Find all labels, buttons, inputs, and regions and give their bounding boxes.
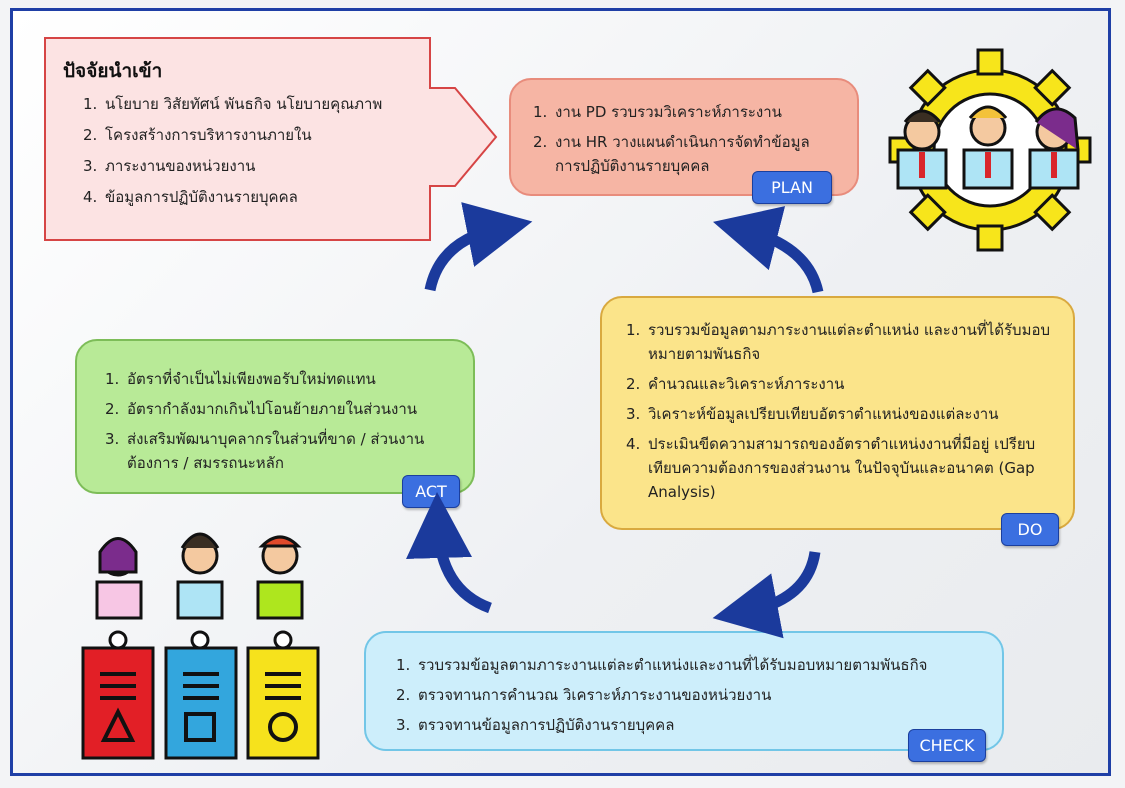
check-item: 1.รวบรวมข้อมูลตามภาระงานแต่ละตำแหน่งและง… [396, 656, 928, 674]
arrow-do-to-check [712, 550, 821, 639]
check-label: CHECK [908, 729, 986, 762]
check-item: 3.ตรวจทานข้อมูลการปฏิบัติงานรายบุคคล [396, 716, 675, 734]
arrow-check-to-act [406, 492, 493, 614]
act-box: 1.อัตราที่จำเป็นไม่เพียงพอรับใหม่ทดแทน 2… [75, 339, 475, 494]
plan-item: 2.งาน HR วางแผนดำเนินการจัดทำข้อมูลการปฏ… [533, 133, 810, 175]
do-item: 4.ประเมินขีดความสามารถของอัตราตำแหน่งงาน… [626, 435, 1036, 501]
do-label: DO [1001, 513, 1059, 546]
act-item: 3.ส่งเสริมพัฒนาบุคลากรในส่วนที่ขาด / ส่ว… [105, 430, 425, 472]
input-item: 4.ข้อมูลการปฏิบัติงานรายบุคคล [83, 188, 298, 206]
input-item: 2.โครงสร้างการบริหารงานภายใน [83, 126, 312, 144]
arrow-act-to-plan [424, 202, 533, 292]
do-box: 1.รวบรวมข้อมูลตามภาระงานแต่ละตำแหน่ง และ… [600, 296, 1075, 530]
arrow-plan-to-do [713, 206, 824, 294]
input-item: 1.นโยบาย วิสัยทัศน์ พันธกิจ นโยบายคุณภาพ [83, 95, 383, 113]
check-item: 2.ตรวจทานการคำนวณ วิเคราะห์ภาระงานของหน่… [396, 686, 772, 704]
act-item: 2.อัตรากำลังมากเกินไปโอนย้ายภายในส่วนงาน [105, 400, 418, 418]
act-item: 1.อัตราที่จำเป็นไม่เพียงพอรับใหม่ทดแทน [105, 370, 376, 388]
plan-item: 1.งาน PD รวบรวมวิเคราะห์ภาระงาน [533, 103, 782, 121]
input-item: 3.ภาระงานของหน่วยงาน [83, 157, 256, 175]
check-box: 1.รวบรวมข้อมูลตามภาระงานแต่ละตำแหน่งและง… [364, 631, 1004, 751]
do-item: 3.วิเคราะห์ข้อมูลเปรียบเทียบอัตราตำแหน่ง… [626, 405, 999, 423]
do-item: 1.รวบรวมข้อมูลตามภาระงานแต่ละตำแหน่ง และ… [626, 321, 1050, 363]
plan-label: PLAN [752, 171, 832, 204]
do-item: 2.คำนวณและวิเคราะห์ภาระงาน [626, 375, 845, 393]
input-title: ปัจจัยนำเข้า [63, 60, 163, 82]
input-box: ปัจจัยนำเข้า 1.นโยบาย วิสัยทัศน์ พันธกิจ… [45, 38, 430, 240]
